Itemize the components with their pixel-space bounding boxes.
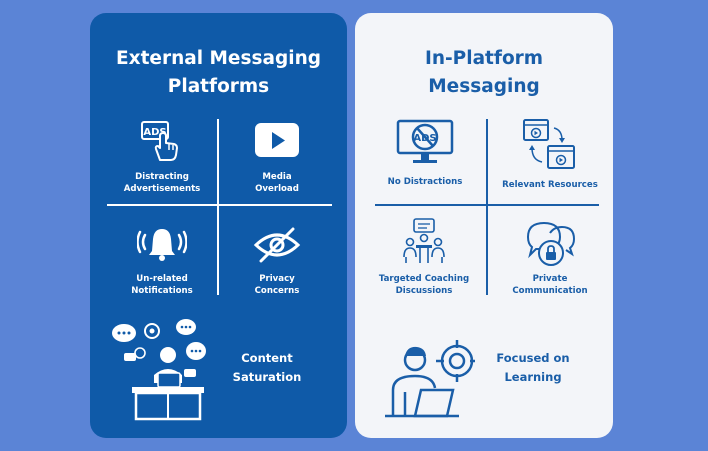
no-ads-monitor-icon: ADS xyxy=(396,119,454,163)
label-line-1: Media xyxy=(262,172,292,182)
panel-title: In-Platform Messaging xyxy=(355,45,613,101)
label-line-1: Focused on xyxy=(496,351,570,365)
title-line-2: Messaging xyxy=(428,76,540,97)
cell-media-overload: Media Overload xyxy=(227,119,327,195)
video-resources-icon xyxy=(523,119,575,169)
overwhelmed-person-icon xyxy=(112,319,206,421)
cell-distracting-ads: ADS Distracting Advertisements xyxy=(112,119,212,195)
label-line-1: Privacy xyxy=(259,274,295,284)
cell-private-communication: Private Communication xyxy=(498,217,602,297)
title-line-1: In-Platform xyxy=(424,48,544,69)
label-line-2: Learning xyxy=(504,370,562,384)
label-line-1: Un-related xyxy=(136,274,188,284)
label-line-2: Advertisements xyxy=(123,184,201,194)
ads-click-icon: ADS xyxy=(141,121,178,161)
play-button-icon xyxy=(255,123,299,157)
label-line-1: Private xyxy=(532,274,568,284)
label-line-2: Notifications xyxy=(131,286,193,296)
in-platform-messaging-panel: In-Platform Messaging ADS No Distraction… xyxy=(355,13,613,438)
title-line-1: External Messaging xyxy=(116,48,321,69)
cell-no-distractions: ADS No Distractions xyxy=(375,118,475,188)
focused-on-learning-label: Focused on Learning xyxy=(493,349,573,387)
label-line-1: Targeted Coaching xyxy=(378,274,470,284)
label-line-1: No Distractions xyxy=(387,177,463,187)
grid-divider-vertical xyxy=(217,119,219,295)
cell-unrelated-notifications: Un-related Notifications xyxy=(112,225,212,297)
panel-title: External Messaging Platforms xyxy=(90,45,347,101)
label-line-2: Saturation xyxy=(232,370,302,384)
focused-learner-icon xyxy=(385,340,475,418)
ads-icon-text: ADS xyxy=(143,127,166,138)
bell-icon xyxy=(137,229,187,261)
coaching-discussion-icon xyxy=(403,218,445,263)
label-line-2: Overload xyxy=(255,184,299,194)
label-line-1: Relevant Resources xyxy=(502,180,598,190)
hidden-eye-icon xyxy=(253,227,301,263)
cell-relevant-resources: Relevant Resources xyxy=(498,118,602,191)
label-line-1: Distracting xyxy=(135,172,189,182)
content-saturation-label: Content Saturation xyxy=(232,349,302,387)
label-line-1: Content xyxy=(241,351,293,365)
grid-divider-horizontal xyxy=(107,204,332,206)
private-chat-icon xyxy=(526,221,576,266)
label-line-2: Concerns xyxy=(254,286,300,296)
cell-privacy-concerns: Privacy Concerns xyxy=(227,225,327,297)
grid-divider-horizontal xyxy=(375,204,599,206)
cell-targeted-coaching: Targeted Coaching Discussions xyxy=(371,217,477,297)
grid-divider-vertical xyxy=(486,119,488,295)
external-messaging-panel: External Messaging Platforms ADS Distrac… xyxy=(90,13,347,438)
label-line-2: Communication xyxy=(512,286,588,296)
label-line-2: Discussions xyxy=(395,286,453,296)
title-line-2: Platforms xyxy=(167,76,270,97)
